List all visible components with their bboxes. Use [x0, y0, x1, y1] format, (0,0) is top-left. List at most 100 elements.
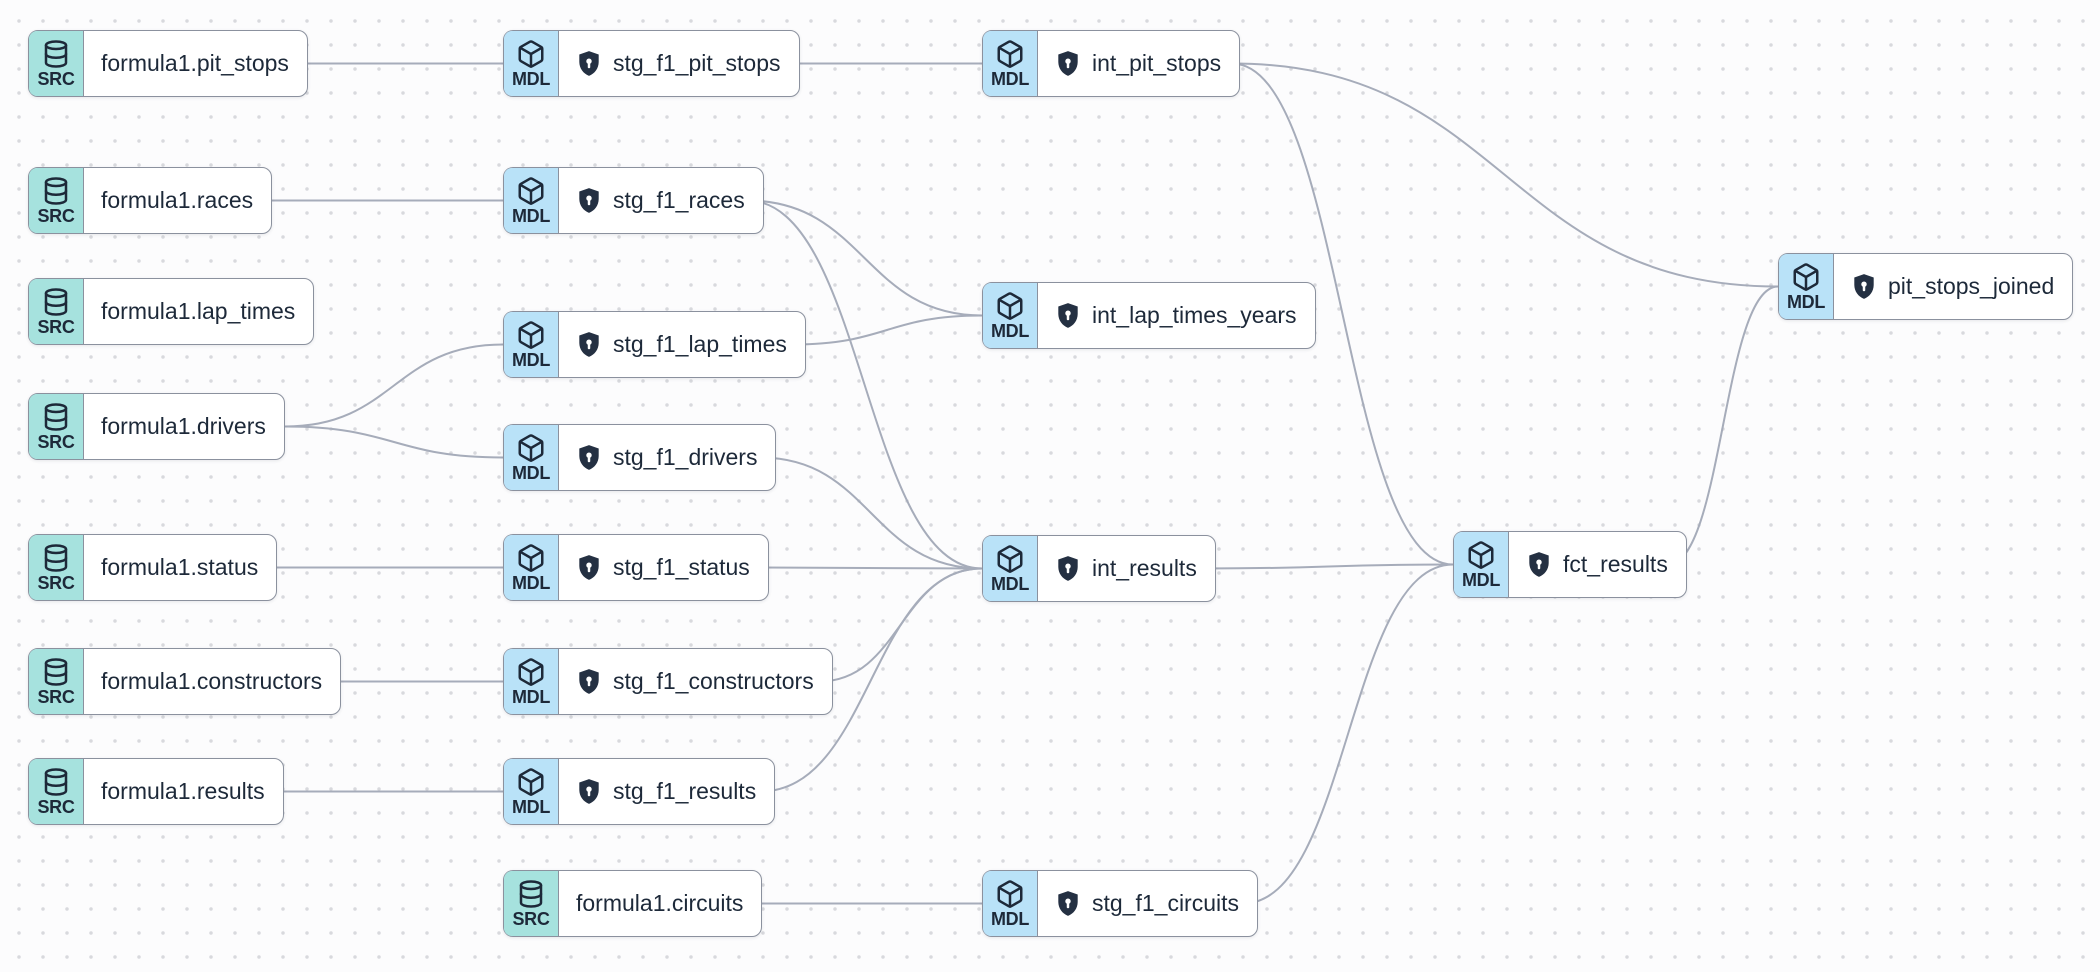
node-type-badge: MDL: [983, 283, 1038, 348]
edge-src-drivers--stg-lap-times: [284, 343, 504, 428]
shield-icon: [1055, 890, 1081, 918]
node-src-races[interactable]: SRC formula1.races: [28, 167, 273, 234]
node-type-badge: MDL: [983, 871, 1038, 936]
node-label: stg_f1_races: [613, 187, 745, 213]
node-label: stg_f1_constructors: [613, 668, 814, 694]
node-label: formula1.lap_times: [101, 298, 296, 324]
edge-int-results--fct-results: [1203, 563, 1454, 570]
cube-icon: [995, 544, 1025, 574]
node-type-badge: MDL: [983, 536, 1038, 601]
node-label: int_lap_times_years: [1092, 302, 1297, 328]
node-src-drivers[interactable]: SRC formula1.drivers: [28, 393, 285, 460]
node-int-pit-stops[interactable]: MDL int_pit_stops: [982, 30, 1241, 97]
node-label: formula1.status: [101, 554, 259, 580]
edge-stg-status--int-results: [753, 566, 983, 570]
node-stg-circuits[interactable]: MDL stg_f1_circuits: [982, 870, 1259, 937]
node-stg-status[interactable]: MDL stg_f1_status: [503, 534, 769, 601]
database-icon: [516, 879, 546, 909]
database-icon: [41, 176, 71, 206]
edge-stg-races--int-results: [746, 199, 983, 570]
cube-icon: [1791, 262, 1821, 292]
shield-icon: [1851, 273, 1877, 301]
node-label: formula1.races: [101, 187, 254, 213]
node-label: stg_f1_lap_times: [613, 331, 787, 357]
cube-icon: [1466, 540, 1496, 570]
node-label: formula1.constructors: [101, 668, 323, 694]
database-icon: [41, 657, 71, 687]
node-label: formula1.drivers: [101, 413, 266, 439]
database-icon: [41, 39, 71, 69]
edge-stg-circuits--fct-results: [1242, 563, 1454, 905]
cube-icon: [516, 39, 546, 69]
node-type-badge: SRC: [29, 31, 84, 96]
shield-icon: [1526, 551, 1552, 579]
edge-int-pit-stops--pit-stops-joined: [1231, 62, 1779, 288]
node-type-badge: MDL: [983, 31, 1038, 96]
cube-icon: [516, 657, 546, 687]
node-label: formula1.pit_stops: [101, 50, 289, 76]
node-label: pit_stops_joined: [1888, 273, 2055, 299]
node-type-badge: MDL: [504, 31, 559, 96]
node-stg-lap-times[interactable]: MDL stg_f1_lap_times: [503, 311, 806, 378]
node-type-badge: MDL: [504, 425, 559, 490]
node-stg-pit-stops[interactable]: MDL stg_f1_pit_stops: [503, 30, 800, 97]
node-label: fct_results: [1563, 551, 1668, 577]
node-label: int_pit_stops: [1092, 50, 1222, 76]
shield-icon: [576, 50, 602, 78]
node-label: formula1.circuits: [576, 890, 744, 916]
node-src-pit-stops[interactable]: SRC formula1.pit_stops: [28, 30, 308, 97]
edge-stg-lap-times--int-lap-times-years: [791, 314, 983, 346]
shield-icon: [1055, 555, 1081, 583]
node-src-circuits[interactable]: SRC formula1.circuits: [503, 870, 763, 937]
edge-int-pit-stops--fct-results: [1231, 62, 1454, 566]
node-label: stg_f1_drivers: [613, 444, 758, 470]
node-int-results[interactable]: MDL int_results: [982, 535, 1216, 602]
node-src-constructors[interactable]: SRC formula1.constructors: [28, 648, 342, 715]
node-stg-constructors[interactable]: MDL stg_f1_constructors: [503, 648, 833, 715]
shield-icon: [576, 668, 602, 696]
cube-icon: [516, 320, 546, 350]
cube-icon: [995, 291, 1025, 321]
edge-stg-drivers--int-results: [759, 456, 983, 570]
cube-icon: [516, 176, 546, 206]
node-type-badge: MDL: [504, 535, 559, 600]
cube-icon: [995, 879, 1025, 909]
shield-icon: [1055, 50, 1081, 78]
node-type-badge: SRC: [29, 759, 84, 824]
node-fct-results[interactable]: MDL fct_results: [1453, 531, 1687, 598]
node-src-lap-times[interactable]: SRC formula1.lap_times: [28, 278, 315, 345]
database-icon: [41, 543, 71, 573]
cube-icon: [516, 433, 546, 463]
edge-stg-races--int-lap-times-years: [746, 199, 983, 317]
node-type-badge: SRC: [29, 649, 84, 714]
node-type-badge: SRC: [29, 394, 84, 459]
shield-icon: [1055, 302, 1081, 330]
node-type-badge: MDL: [1454, 532, 1509, 597]
shield-icon: [576, 331, 602, 359]
database-icon: [41, 287, 71, 317]
node-stg-races[interactable]: MDL stg_f1_races: [503, 167, 764, 234]
node-type-badge: MDL: [504, 759, 559, 824]
cube-icon: [995, 39, 1025, 69]
shield-icon: [576, 187, 602, 215]
node-stg-results[interactable]: MDL stg_f1_results: [503, 758, 776, 825]
shield-icon: [576, 554, 602, 582]
node-label: int_results: [1092, 555, 1197, 581]
node-label: stg_f1_pit_stops: [613, 50, 781, 76]
cube-icon: [516, 767, 546, 797]
node-src-status[interactable]: SRC formula1.status: [28, 534, 278, 601]
node-label: stg_f1_status: [613, 554, 750, 580]
database-icon: [41, 402, 71, 432]
database-icon: [41, 767, 71, 797]
shield-icon: [576, 444, 602, 472]
node-label: stg_f1_circuits: [1092, 890, 1240, 916]
node-pit-stops-joined[interactable]: MDL pit_stops_joined: [1778, 253, 2074, 320]
node-int-lap-times-years[interactable]: MDL int_lap_times_years: [982, 282, 1316, 349]
node-stg-drivers[interactable]: MDL stg_f1_drivers: [503, 424, 777, 491]
node-type-badge: SRC: [29, 168, 84, 233]
node-label: formula1.results: [101, 778, 265, 804]
node-src-results[interactable]: SRC formula1.results: [28, 758, 284, 825]
edge-stg-results--int-results: [759, 567, 983, 793]
